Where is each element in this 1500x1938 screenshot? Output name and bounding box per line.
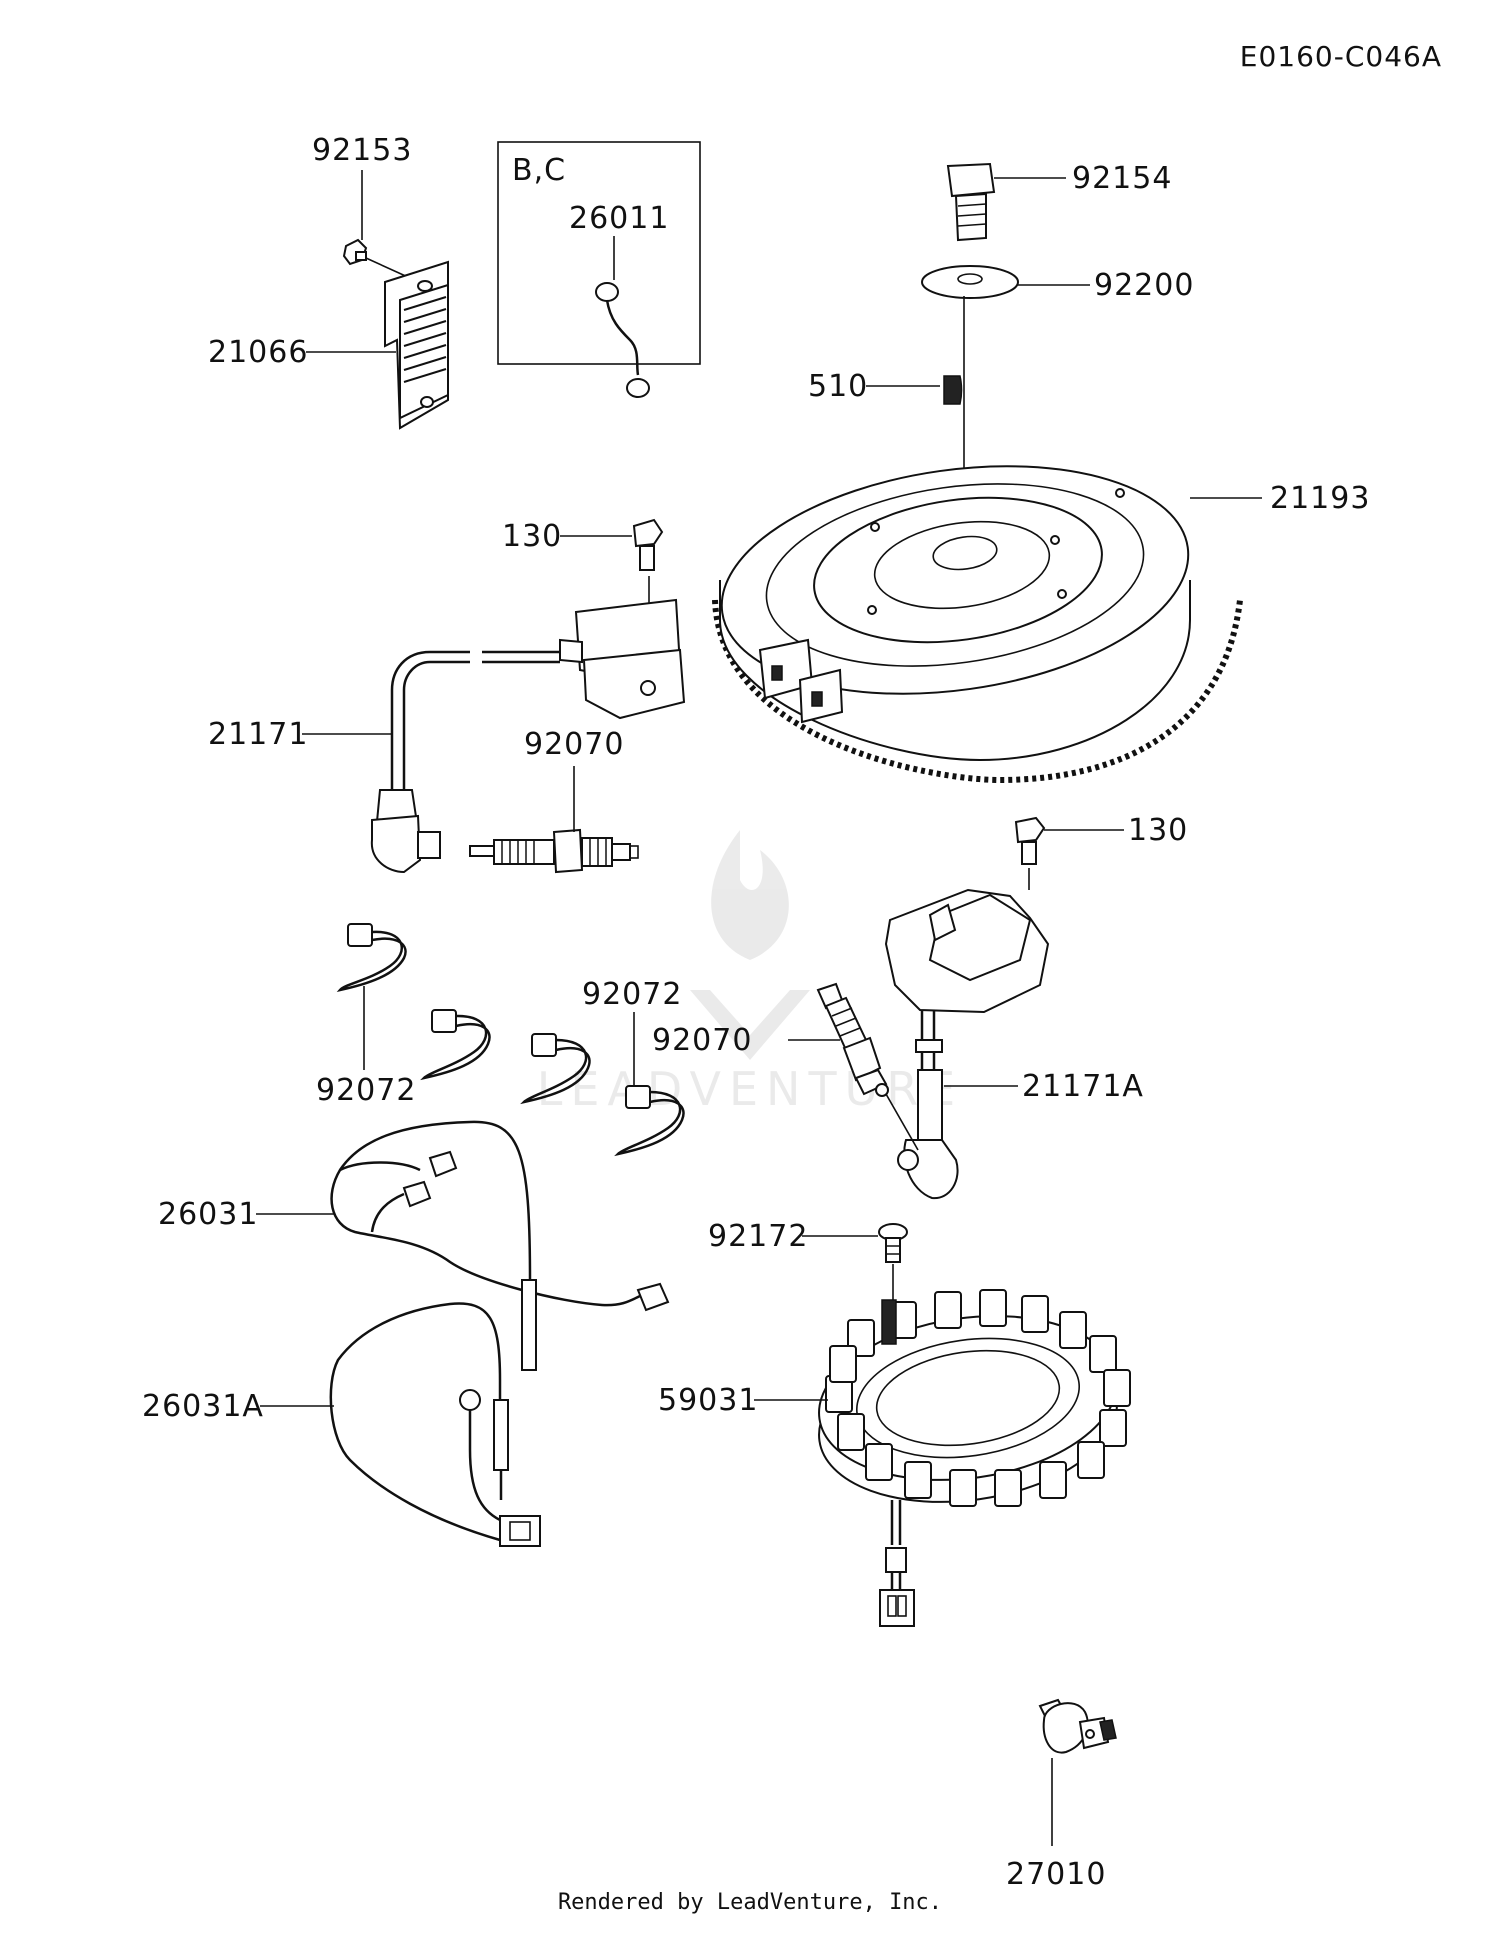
footer-credit: Rendered by LeadVenture, Inc. xyxy=(557,1890,943,1915)
callout-21066: 21066 xyxy=(208,335,308,370)
callout-59031: 59031 xyxy=(658,1383,758,1418)
callout-510: 510 xyxy=(808,369,868,404)
part-21066-regulator[interactable] xyxy=(384,260,449,430)
part-92072-clamp-3[interactable] xyxy=(520,1033,591,1105)
part-92200-washer[interactable] xyxy=(921,265,1019,299)
part-26011-ground-wire[interactable] xyxy=(595,282,650,398)
callout-21171A: 21171A xyxy=(1022,1069,1144,1104)
part-59031-stator[interactable] xyxy=(808,1289,1131,1627)
callout-92070-upper: 92070 xyxy=(524,727,624,762)
diagram-code: E0160-C046A xyxy=(1239,40,1442,73)
part-92072-clamp-1[interactable] xyxy=(336,923,407,992)
inset-label: B,C xyxy=(512,153,566,188)
part-26031-harness[interactable] xyxy=(330,1120,670,1371)
callout-92072-left: 92072 xyxy=(316,1073,416,1108)
part-92072-clamp-2[interactable] xyxy=(420,1009,491,1081)
part-92153-screw[interactable] xyxy=(342,238,368,266)
watermark-text: LEADVENTURE xyxy=(537,1062,964,1116)
callout-26031A: 26031A xyxy=(142,1389,264,1424)
callout-26031: 26031 xyxy=(158,1197,258,1232)
callout-21193: 21193 xyxy=(1270,481,1370,516)
part-26031A-harness[interactable] xyxy=(329,1302,541,1547)
part-27010-pressure-switch[interactable] xyxy=(1038,1698,1117,1754)
part-92070-spark-plug-upper[interactable] xyxy=(469,828,639,874)
part-21193-flywheel[interactable] xyxy=(707,438,1243,784)
callout-26011: 26011 xyxy=(569,201,669,236)
part-510-key[interactable] xyxy=(943,375,963,405)
part-21171-ignition-coil[interactable] xyxy=(370,598,686,874)
part-92154-bolt[interactable] xyxy=(946,162,996,242)
part-92072-clamp-4[interactable] xyxy=(614,1085,685,1157)
watermark: LEADVENTURE xyxy=(537,830,964,1116)
part-92172-screw[interactable] xyxy=(878,1223,908,1263)
callout-130-upper: 130 xyxy=(502,519,562,554)
callout-21171: 21171 xyxy=(208,717,308,752)
callout-92070-lower: 92070 xyxy=(652,1023,752,1058)
callout-92153: 92153 xyxy=(312,133,412,168)
callout-92172: 92172 xyxy=(708,1219,808,1254)
inset-box xyxy=(497,141,701,365)
part-21171A-ignition-coil[interactable] xyxy=(884,888,1050,1200)
part-130-bolt-upper[interactable] xyxy=(632,518,664,571)
callout-27010: 27010 xyxy=(1006,1857,1106,1892)
callout-92154: 92154 xyxy=(1072,161,1172,196)
part-92070-spark-plug-lower[interactable] xyxy=(816,982,889,1097)
part-130-bolt-lower[interactable] xyxy=(1014,816,1046,865)
callout-92072-right: 92072 xyxy=(582,977,682,1012)
callout-92200: 92200 xyxy=(1094,268,1194,303)
callout-130-lower: 130 xyxy=(1128,813,1188,848)
